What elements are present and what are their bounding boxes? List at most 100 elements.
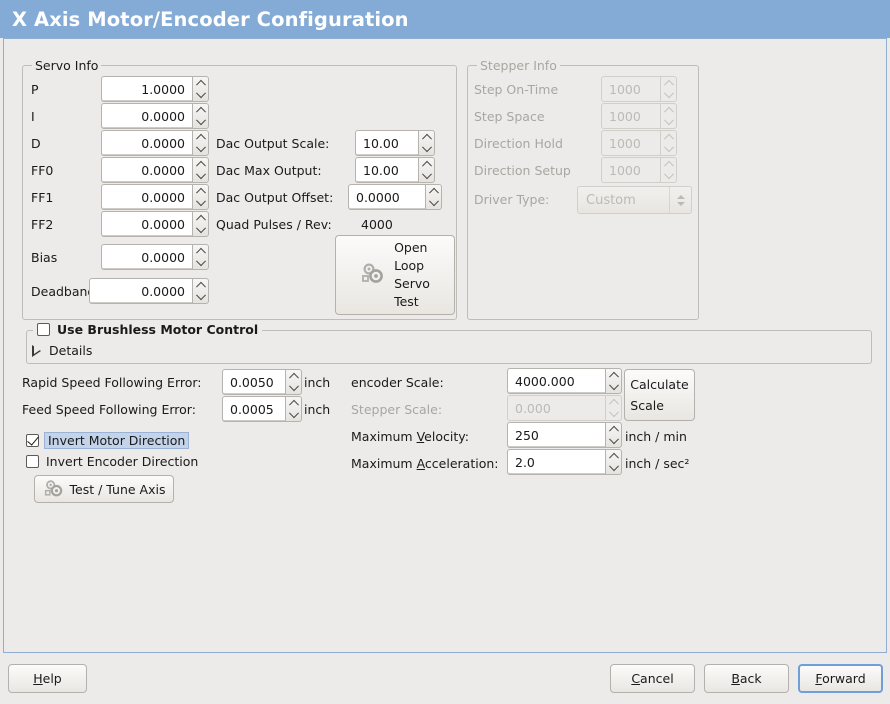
spin-down-icon[interactable] (193, 143, 208, 155)
dialog-content-area: Servo Info P I D FF0 FF1 FF2 Bias Deadba… (3, 38, 887, 653)
spin-down-icon[interactable] (193, 257, 208, 269)
servo-spin-p[interactable]: 1.0000 (101, 76, 209, 102)
servo-spin-d[interactable]: 0.0000 (101, 130, 209, 156)
feed-unit-label: inch (304, 402, 331, 417)
encoder-scale-spin[interactable]: 4000.000 (507, 368, 622, 394)
spin-down-icon (661, 170, 676, 182)
spin-down-icon[interactable] (286, 382, 301, 394)
servo-spin-ff0[interactable]: 0.0000 (101, 157, 209, 183)
back-text-post: ack (739, 671, 762, 686)
forward-button[interactable]: Forward (798, 664, 883, 693)
servo-spin-ff1-buttons[interactable] (192, 184, 209, 210)
servo-spin-deadband[interactable]: 0.0000 (89, 278, 209, 304)
servo-spin-d-buttons[interactable] (192, 130, 209, 156)
servo-spin-ff2-buttons[interactable] (192, 211, 209, 237)
invert-motor-checkbox-box[interactable] (26, 434, 39, 447)
servo-spin-i-buttons[interactable] (192, 103, 209, 129)
step-space-buttons (660, 103, 677, 129)
rapid-spin-buttons[interactable] (285, 369, 302, 395)
open-loop-servo-test-button[interactable]: Open Loop Servo Test (335, 235, 455, 315)
help-button[interactable]: Help (8, 664, 87, 693)
spin-down-icon[interactable] (419, 170, 434, 182)
encoder-scale-value[interactable]: 4000.000 (507, 368, 605, 394)
servo-spin-i[interactable]: 0.0000 (101, 103, 209, 129)
feed-speed-following-error-value[interactable]: 0.0005 (222, 396, 285, 422)
invert-motor-direction-checkbox[interactable]: Invert Motor Direction (26, 432, 190, 449)
forward-text-post: orward (822, 671, 866, 686)
direction-hold-spin: 1000 (601, 130, 677, 156)
servo-spin-deadband-buttons[interactable] (192, 278, 209, 304)
brushless-group (26, 330, 872, 364)
dac-max-output-value[interactable]: 10.00 (355, 157, 418, 183)
driver-type-label: Driver Type: (474, 192, 550, 207)
step-space-spin: 1000 (601, 103, 677, 129)
servo-spin-bias-value[interactable]: 0.0000 (101, 244, 192, 270)
spin-down-icon[interactable] (193, 224, 208, 236)
step-space-label: Step Space (474, 109, 545, 124)
servo-spin-ff1[interactable]: 0.0000 (101, 184, 209, 210)
help-label: Help (33, 671, 62, 686)
invert-encoder-direction-checkbox[interactable]: Invert Encoder Direction (26, 454, 198, 469)
brushless-checkbox-box[interactable] (37, 323, 50, 336)
feed-speed-following-error-spin[interactable]: 0.0005 (222, 396, 302, 422)
dac-output-scale-spin[interactable]: 10.00 (355, 130, 435, 156)
spin-down-icon[interactable] (193, 291, 208, 303)
servo-spin-ff1-value[interactable]: 0.0000 (101, 184, 192, 210)
spin-down-icon[interactable] (426, 197, 441, 209)
servo-spin-ff2-value[interactable]: 0.0000 (101, 211, 192, 237)
test-tune-axis-button[interactable]: Test / Tune Axis (34, 475, 174, 503)
dac-output-offset-value[interactable]: 0.0000 (348, 184, 425, 210)
maximum-acceleration-buttons[interactable] (605, 449, 622, 475)
open-loop-line-2: Loop (394, 258, 425, 273)
calculate-scale-button[interactable]: Calculate Scale (624, 369, 695, 421)
max-velocity-text-pre: Maximum (351, 429, 417, 444)
maximum-acceleration-label: Maximum Acceleration: (351, 456, 498, 472)
rapid-speed-following-error-label: Rapid Speed Following Error: (22, 375, 202, 390)
spin-down-icon (606, 408, 621, 420)
feed-speed-following-error-label: Feed Speed Following Error: (22, 402, 196, 417)
rapid-speed-following-error-spin[interactable]: 0.0050 (222, 369, 302, 395)
spin-down-icon[interactable] (286, 409, 301, 421)
details-expander[interactable]: Details (32, 343, 92, 358)
spin-down-icon[interactable] (193, 116, 208, 128)
invert-encoder-checkbox-box[interactable] (26, 455, 39, 468)
spin-down-icon[interactable] (606, 435, 621, 447)
servo-spin-deadband-value[interactable]: 0.0000 (89, 278, 192, 304)
servo-spin-bias[interactable]: 0.0000 (101, 244, 209, 270)
dac-output-offset-buttons[interactable] (425, 184, 442, 210)
dac-max-output-buttons[interactable] (418, 157, 435, 183)
maximum-velocity-buttons[interactable] (605, 422, 622, 448)
servo-spin-bias-buttons[interactable] (192, 244, 209, 270)
spin-down-icon[interactable] (419, 143, 434, 155)
feed-spin-buttons[interactable] (285, 396, 302, 422)
dac-output-scale-buttons[interactable] (418, 130, 435, 156)
servo-spin-p-buttons[interactable] (192, 76, 209, 102)
spin-down-icon[interactable] (606, 462, 621, 474)
dac-output-offset-label: Dac Output Offset: (216, 190, 334, 205)
rapid-speed-following-error-value[interactable]: 0.0050 (222, 369, 285, 395)
spin-down-icon[interactable] (193, 197, 208, 209)
cancel-button[interactable]: Cancel (610, 664, 695, 693)
dac-output-offset-spin[interactable]: 0.0000 (348, 184, 442, 210)
servo-spin-ff0-buttons[interactable] (192, 157, 209, 183)
servo-spin-ff0-value[interactable]: 0.0000 (101, 157, 192, 183)
use-brushless-motor-control-checkbox[interactable]: Use Brushless Motor Control (33, 322, 263, 337)
calculate-scale-line-2: Scale (630, 398, 664, 413)
servo-spin-p-value[interactable]: 1.0000 (101, 76, 192, 102)
servo-spin-d-value[interactable]: 0.0000 (101, 130, 192, 156)
chevron-right-icon[interactable] (32, 344, 41, 357)
step-on-time-spin: 1000 (601, 76, 677, 102)
encoder-scale-buttons[interactable] (605, 368, 622, 394)
maximum-velocity-value[interactable]: 250 (507, 422, 605, 448)
servo-spin-ff2[interactable]: 0.0000 (101, 211, 209, 237)
maximum-velocity-spin[interactable]: 250 (507, 422, 622, 448)
maximum-acceleration-value[interactable]: 2.0 (507, 449, 605, 475)
spin-down-icon[interactable] (193, 89, 208, 101)
dac-output-scale-value[interactable]: 10.00 (355, 130, 418, 156)
spin-down-icon[interactable] (606, 381, 621, 393)
servo-spin-i-value[interactable]: 0.0000 (101, 103, 192, 129)
back-button[interactable]: Back (704, 664, 789, 693)
spin-down-icon[interactable] (193, 170, 208, 182)
maximum-acceleration-spin[interactable]: 2.0 (507, 449, 622, 475)
dac-max-output-spin[interactable]: 10.00 (355, 157, 435, 183)
